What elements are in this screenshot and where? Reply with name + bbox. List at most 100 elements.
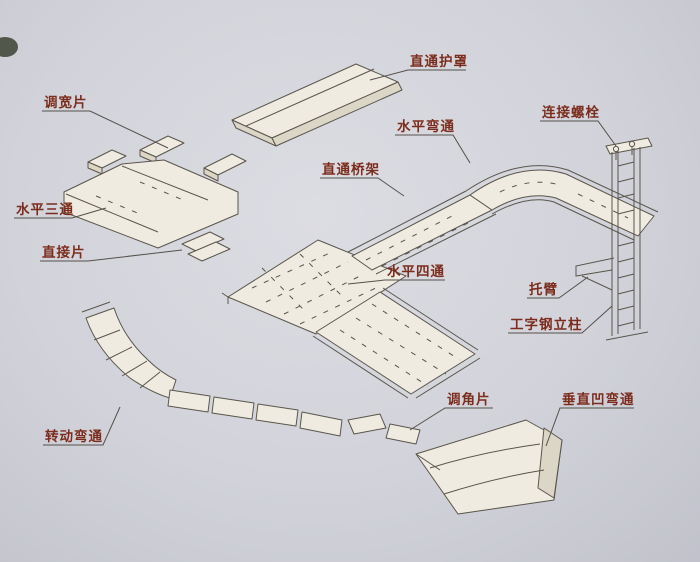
part-connector-plates xyxy=(181,231,231,262)
hatch-line xyxy=(371,303,461,361)
part-straight-cover xyxy=(231,63,403,147)
tray-face xyxy=(351,194,493,271)
bolt-icon xyxy=(612,145,620,153)
column-rung xyxy=(617,321,635,327)
part-width-adjusters xyxy=(87,135,247,182)
label-straight-cover: 直通护罩 xyxy=(369,53,467,81)
label-horizontal-cross: 水平四通 xyxy=(347,263,445,285)
column-rung xyxy=(617,177,635,183)
bracket-outline xyxy=(575,257,615,277)
hatch-line xyxy=(499,181,561,193)
label-horizontal-tee: 水平三通 xyxy=(14,201,107,219)
connector-plate xyxy=(187,241,231,262)
branch-rail xyxy=(382,287,479,351)
vbend-end-flange xyxy=(537,427,563,499)
column-rung xyxy=(617,273,635,279)
column-rung xyxy=(617,289,635,295)
label-ibeam-column-text: 工字钢立柱 xyxy=(510,316,583,333)
vbend-curve xyxy=(429,443,541,469)
leader-line xyxy=(40,249,183,262)
label-horizontal-tee-text: 水平三通 xyxy=(16,201,74,218)
hatch-line xyxy=(339,329,429,387)
cross-face xyxy=(227,239,407,335)
chain-link xyxy=(299,411,343,437)
branch-face xyxy=(315,291,476,395)
angle-piece xyxy=(347,413,387,435)
hatch-line xyxy=(95,195,141,215)
hatch-line xyxy=(355,317,447,375)
chain-link xyxy=(211,396,255,420)
hatch-line xyxy=(577,193,629,219)
label-vertical-concave-bend-text: 垂直凹弯通 xyxy=(562,391,635,408)
paper-blemish xyxy=(0,37,18,57)
column-foot xyxy=(605,331,649,341)
column-rung xyxy=(617,305,635,311)
rotating-bend-rung xyxy=(105,346,133,361)
leader-line xyxy=(347,279,445,285)
hatch-line xyxy=(283,273,365,315)
label-bracket-arm-text: 托臂 xyxy=(529,281,558,298)
hatch-line xyxy=(299,285,381,325)
column-rung xyxy=(617,257,635,263)
leader-line xyxy=(540,120,617,147)
cover-edge-front xyxy=(271,81,403,147)
label-angle-adjuster: 调角片 xyxy=(409,391,493,431)
rotating-bend-rung xyxy=(121,360,148,377)
hatch-line xyxy=(251,251,333,289)
bend-inner-rail xyxy=(491,199,635,241)
hatch-line xyxy=(381,221,471,267)
rotating-bend-rung xyxy=(93,329,121,341)
cross-lip xyxy=(221,292,229,304)
leader-line xyxy=(508,305,613,334)
bolt-icon xyxy=(628,140,636,148)
leader-line xyxy=(527,276,589,299)
part-horizontal-cross xyxy=(221,239,407,335)
column-top-cap xyxy=(605,137,653,155)
vbend-left-lip xyxy=(415,453,441,471)
label-bracket-arm: 托臂 xyxy=(527,276,589,299)
rotating-bend-face xyxy=(85,307,177,399)
part-ibeam-column xyxy=(605,137,653,341)
hatch-line xyxy=(139,181,189,203)
branch-end-lip xyxy=(415,357,481,399)
part-vertical-concave-bend xyxy=(415,419,563,515)
adjuster-piece xyxy=(203,167,219,182)
part-straight-tray xyxy=(347,190,497,275)
tee-fold-line xyxy=(65,193,159,233)
leader-line xyxy=(43,406,121,446)
label-connecting-bolt-text: 连接螺栓 xyxy=(542,104,600,121)
column-rung xyxy=(617,161,635,167)
leader-line xyxy=(545,407,634,447)
tee-fold-line xyxy=(121,165,209,201)
part-angle-adjusters xyxy=(347,413,421,445)
rotating-bend-rung xyxy=(139,371,161,389)
part-horizontal-tee xyxy=(63,159,239,249)
cover-fold-line xyxy=(245,68,375,127)
branch-rail xyxy=(312,335,409,399)
chain-link xyxy=(167,389,211,413)
hatch-line xyxy=(365,215,453,261)
hatch-line xyxy=(265,261,349,303)
part-horizontal-bend xyxy=(465,165,659,241)
leader-line xyxy=(395,134,471,164)
chain-link xyxy=(255,403,299,427)
tee-face xyxy=(63,159,239,249)
leader-line xyxy=(14,207,107,219)
label-vertical-concave-bend: 垂直凹弯通 xyxy=(545,391,635,447)
label-straight-tray-text: 直通桥架 xyxy=(322,161,380,178)
label-angle-adjuster-text: 调角片 xyxy=(447,391,491,408)
bend-outer-rail xyxy=(465,165,659,213)
rotating-bend-lip xyxy=(81,301,111,313)
vbend-curve xyxy=(443,469,545,495)
label-width-adjuster: 调宽片 xyxy=(42,94,169,149)
label-horizontal-bend: 水平弯通 xyxy=(395,118,471,164)
label-horizontal-cross-text: 水平四通 xyxy=(387,263,445,280)
label-horizontal-bend-text: 水平弯通 xyxy=(397,118,455,135)
leader-line xyxy=(409,407,493,431)
label-rotating-bend-text: 转动弯通 xyxy=(45,428,103,445)
column-rung xyxy=(617,241,635,247)
label-rotating-bend: 转动弯通 xyxy=(43,406,121,446)
label-ibeam-column: 工字钢立柱 xyxy=(508,305,613,334)
